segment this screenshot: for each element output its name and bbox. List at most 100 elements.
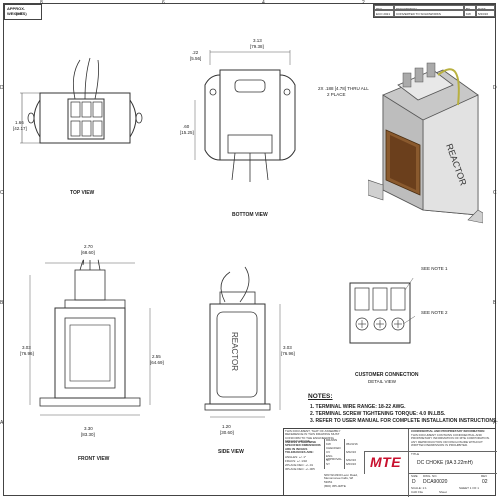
rev-value: 02 — [482, 479, 488, 485]
size-label: SIZE — [411, 474, 418, 478]
top-view-dim-height: 1.66 — [15, 120, 24, 125]
cad-label: CAD File — [411, 490, 424, 494]
tolerance-2place: 2PLACE DEC: +/-.01 — [285, 463, 314, 467]
confidential-text: THIS DOCUMENT CONTAINS CONFIDENTIAL AND … — [411, 433, 490, 448]
sheet-value: SHEET 1 OF 1 — [459, 486, 479, 490]
bottom-view-dim-height: .60 — [183, 124, 190, 129]
top-view-title: TOP VIEW — [70, 190, 95, 196]
side-view-dim-right: 3.03 — [283, 345, 292, 350]
detail-note1-callout: SEE NOTE 1 — [421, 266, 448, 271]
zone-marker-top: 4 — [262, 0, 265, 6]
approx-weight-unit: (LBS) — [16, 11, 27, 16]
approx-weight-box: APPROX. WEIGHT (LBS) — [4, 4, 42, 20]
side-view-dim-bottom-mm: [30.60] — [220, 430, 234, 435]
detail-view-drawing — [349, 278, 415, 344]
detail-view-subtitle: DETAIL VIEW — [368, 379, 397, 384]
front-view-drawing — [29, 259, 151, 416]
confidential-box: CONFIDENTIAL AND PROPRIETARY INFORMATION… — [408, 429, 497, 451]
front-view-dim-left-mm: [76.96] — [20, 351, 34, 356]
checked-date: 6/02/16 — [346, 450, 357, 454]
approx-weight-label: APPROX. WEIGHT — [7, 6, 26, 16]
mfg-by: SY — [326, 462, 331, 466]
mte-logo: MTE — [370, 454, 402, 470]
side-view-title: SIDE VIEW — [218, 449, 244, 455]
sheet-label: Sheet — [439, 490, 447, 494]
front-view-dim-right: 2.55 — [152, 354, 161, 359]
iso-view-drawing: REACTOR — [368, 62, 483, 224]
drawing-frame — [3, 3, 496, 496]
zone-marker-side: B — [493, 300, 497, 306]
drawn-by: KW — [326, 442, 331, 446]
eng-date: 6/02/16 — [346, 458, 357, 462]
rev-row-date: 5/23/16 — [476, 10, 495, 17]
rev-row-by: KW — [464, 10, 476, 17]
side-view-drawing: REACTOR — [204, 266, 281, 418]
mfg-date: 6/03/16 — [346, 462, 357, 466]
bottom-view-drawing — [194, 50, 296, 182]
drawn-date: 05/23/16 — [346, 442, 358, 446]
notes-title: NOTES: — [308, 393, 333, 400]
zone-marker-side: C — [0, 190, 4, 196]
logo-area: MTE — [364, 451, 409, 474]
rev-header-by: BY — [464, 5, 476, 10]
tolerance-3place: 3PLACE DEC: +/-.005 — [285, 467, 315, 471]
confidential-title: CONFIDENTIAL AND PROPRIETARY INFORMATION — [411, 429, 485, 433]
front-view-dim-bottom: 3.30 — [84, 426, 93, 431]
bottom-view-dim-width: 3.13 — [253, 38, 262, 43]
zone-marker-side: A — [0, 420, 4, 426]
zone-marker-side: C — [493, 190, 497, 196]
dwg-no-value: DCA90020 — [423, 479, 448, 485]
zone-marker-top: 8 — [40, 0, 43, 6]
company-address: N83 W13330 Leon Road, Menomonee Falls, W… — [324, 473, 358, 484]
front-view-title: FRONT VIEW — [78, 456, 110, 462]
proprietary-left-text: THIS DOCUMENT, THAT OF ASSEMBLY REFERENC… — [285, 429, 341, 444]
rev-label: REV — [481, 474, 488, 478]
bottom-view-title: BOTTOM VIEW — [232, 212, 268, 218]
checked-label: CHECKED — [326, 446, 341, 450]
tolerance-fracs: FRACS: +/- 1/32 — [285, 459, 308, 463]
checked-by: CV — [326, 450, 331, 454]
zone-marker-top: 6 — [162, 0, 165, 6]
top-view-dim-height-mm: [42.17] — [13, 126, 27, 131]
bottom-view-hole-note: 2X .188 [4.78] THRU ALL — [318, 86, 369, 91]
size-value: D — [412, 479, 416, 485]
title-box: TITLE DC CHOKE (9A 3.22mH) — [408, 451, 497, 474]
rev-header-desc: DESCRIPTION — [394, 5, 464, 10]
top-view-drawing — [20, 57, 143, 144]
zone-marker-side: B — [0, 300, 4, 306]
front-view-dim-bottom-mm: [83.30] — [81, 432, 95, 437]
title-block: THIS DOCUMENT, THAT OF ASSEMBLY REFERENC… — [283, 428, 497, 497]
front-view-dim-top-mm: [68.60] — [81, 250, 95, 255]
note-3: 3. REFER TO USER MANUAL FOR COMPLETE INS… — [310, 418, 498, 424]
front-view-dim-top: 2.70 — [84, 244, 93, 249]
zone-marker-side: D — [493, 85, 497, 91]
side-view-dim-bottom: 1.20 — [222, 424, 231, 429]
bottom-view-dim-small-mm: [5.56] — [190, 56, 202, 61]
front-view-dim-right-mm: [64.69] — [150, 360, 164, 365]
rev-header-date: DATE — [476, 5, 495, 10]
eng-label: ENG APPROVAL — [326, 454, 342, 462]
tolerances-title: UNLESS OTHERWISE SPECIFIED DIMENSIONS AR… — [285, 440, 321, 455]
note-1: 1. TERMINAL WIRE RANGE: 18-22 AWG. — [310, 404, 406, 410]
dwg-number-box: SIZE D DWG. NO. DCA90020 REV 02 SCALE: 1… — [408, 473, 497, 497]
front-view-dim-left: 3.03 — [22, 345, 31, 350]
company-phone: (800) 455-4MTE — [324, 484, 346, 488]
drawn-label: DRAWN — [326, 438, 338, 442]
approval-column: DRAWN KW CHECKED CV ENG APPROVAL SJ SY — [324, 438, 345, 469]
side-reactor-label: REACTOR — [230, 332, 239, 371]
title-label: TITLE — [411, 452, 420, 456]
scale-value: SCALE: 1:1 — [411, 486, 427, 490]
dwg-no-label: DWG. NO. — [423, 474, 438, 478]
zone-marker-side: A — [493, 420, 497, 426]
rev-row-desc: CONVERTED TO SOLIDWORKS — [394, 10, 464, 17]
eng-by: SJ — [326, 458, 330, 462]
bottom-view-hole-note2: 2 PLACE — [327, 92, 346, 97]
rev-header-rev: REV. — [374, 5, 394, 10]
zone-marker-side: D — [0, 85, 4, 91]
revision-table: REV. DESCRIPTION BY DATE ECO 2021 CONVER… — [373, 4, 495, 18]
date-column: 05/23/16 6/02/16 6/02/16 6/03/16 — [344, 439, 363, 469]
detail-note2-callout: SEE NOTE 2 — [421, 310, 448, 315]
zone-marker-top: 2 — [362, 0, 365, 6]
note-2: 2. TERMINAL SCREW TIGHTENING TORQUE: 4.0… — [310, 411, 446, 417]
bottom-view-dim-width-mm: [79.38] — [250, 44, 264, 49]
